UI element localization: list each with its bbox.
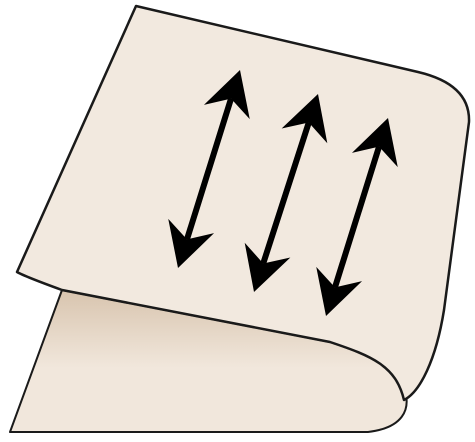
diagram-canvas — [0, 0, 475, 442]
folded-paper-illustration — [0, 0, 475, 442]
